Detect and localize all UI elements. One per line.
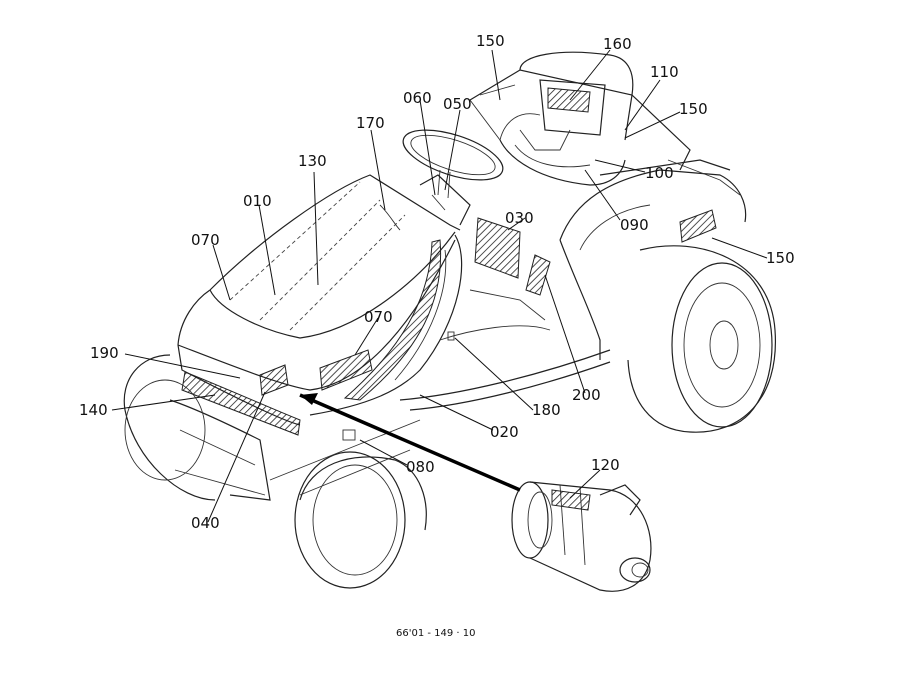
decal-side-stripe — [343, 239, 442, 401]
rear-fender — [559, 159, 747, 360]
dashboard — [419, 174, 471, 226]
decal-120 — [551, 489, 591, 511]
callout-040: 040 — [191, 514, 220, 532]
exploded-view-arrow — [299, 393, 521, 492]
rear-deck — [469, 69, 691, 171]
callout-180: 180 — [532, 401, 561, 419]
decal-140 — [181, 371, 301, 436]
decal-areas — [181, 87, 717, 511]
chassis — [269, 289, 611, 496]
decal-160 — [547, 87, 591, 113]
callout-190: 190 — [90, 344, 119, 362]
callout-100: 100 — [645, 164, 674, 182]
callout-150a: 150 — [476, 32, 505, 50]
callout-120: 120 — [591, 456, 620, 474]
callout-110: 110 — [650, 63, 679, 81]
decal-030 — [474, 217, 521, 279]
callout-090: 090 — [620, 216, 649, 234]
callout-060: 060 — [403, 89, 432, 107]
callout-070b: 070 — [364, 308, 393, 326]
rear-wheel — [627, 245, 776, 433]
hood — [177, 174, 461, 391]
callout-030: 030 — [505, 209, 534, 227]
callout-labels: 150 160 110 150 060 050 170 130 100 010 … — [79, 32, 795, 532]
callout-150b: 150 — [679, 100, 708, 118]
callout-200: 200 — [572, 386, 601, 404]
front-right-wheel — [294, 451, 427, 589]
callout-020: 020 — [490, 423, 519, 441]
steering-wheel — [402, 129, 504, 199]
decal-080 — [342, 429, 356, 441]
decal-150-side — [679, 209, 717, 243]
seat — [499, 51, 634, 186]
callout-160: 160 — [603, 35, 632, 53]
callout-150c: 150 — [766, 249, 795, 267]
exploded-view-arrowhead — [300, 393, 318, 405]
decal-040 — [259, 364, 289, 396]
tractor-illustration — [123, 51, 776, 592]
callout-010: 010 — [243, 192, 272, 210]
leader-lines — [111, 49, 768, 523]
callout-050: 050 — [443, 95, 472, 113]
figure-reference-code: 66'01 - 149 · 10 — [396, 628, 476, 639]
front-left-wheel — [123, 354, 216, 501]
decal-200 — [525, 254, 551, 296]
decal-180 — [447, 331, 455, 341]
callout-140: 140 — [79, 401, 108, 419]
callout-070a: 070 — [191, 231, 220, 249]
decal-070-side — [319, 349, 373, 391]
hood-side-panel — [309, 234, 463, 416]
callout-170: 170 — [356, 114, 385, 132]
callout-130: 130 — [298, 152, 327, 170]
callout-080: 080 — [406, 458, 435, 476]
